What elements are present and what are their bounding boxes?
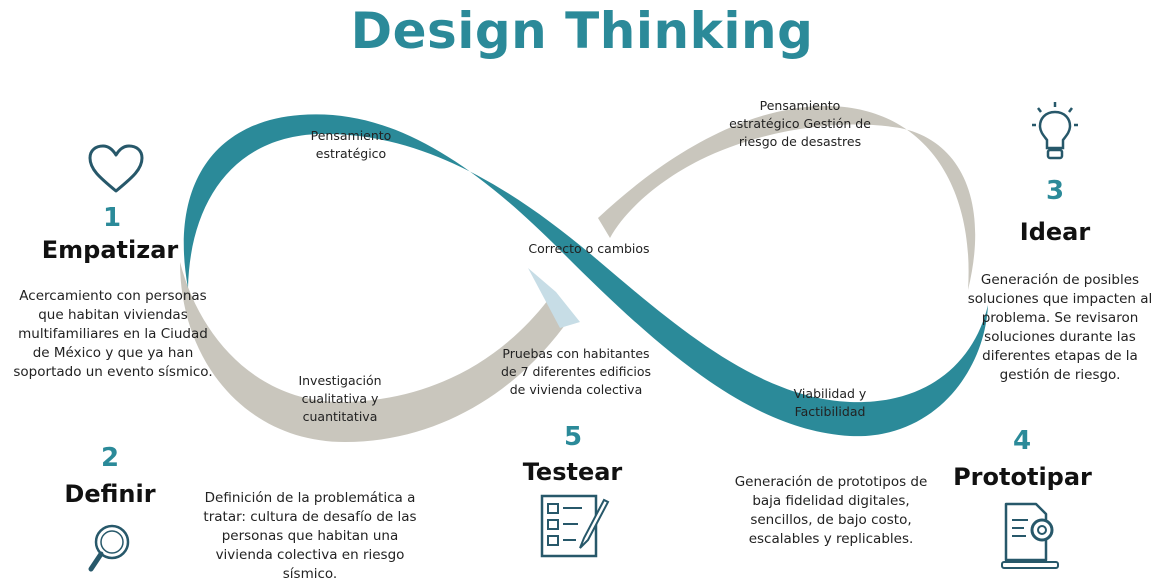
- step-number-1: 1: [102, 203, 122, 233]
- step-description-prototipar: Generación de prototipos de baja fidelid…: [734, 474, 928, 547]
- loop-label-center: Correcto o cambios: [528, 241, 650, 256]
- loop-gray-upper-right: [598, 105, 976, 290]
- loop-label-top-left: Pensamiento estratégico: [310, 128, 392, 161]
- step-heading-empatizar: Empatizar: [41, 236, 179, 264]
- step-description-definir: Definición de la problemática a tratar: …: [203, 490, 417, 582]
- step-heading-idear: Idear: [1019, 218, 1091, 246]
- heart-icon: [87, 143, 145, 195]
- step-number-5: 5: [563, 422, 583, 452]
- loop-label-bottom-right: Viabilidad y Factibilidad: [793, 386, 867, 419]
- step-number-4: 4: [1012, 426, 1032, 456]
- page-title: Design Thinking: [350, 2, 814, 60]
- step-description-idear: Generación de posibles soluciones que im…: [967, 272, 1153, 383]
- step-number-3: 3: [1045, 176, 1065, 206]
- lightbulb-icon: [1030, 100, 1080, 164]
- loop-label-top-right: Pensamiento estratégico Gestión de riesg…: [729, 98, 871, 149]
- step-description-empatizar: Acercamiento con personas que habitan vi…: [13, 288, 213, 380]
- magnifier-icon: [85, 521, 135, 579]
- loop-label-bottom-center: Pruebas con habitantes de 7 diferentes e…: [500, 346, 652, 397]
- loop-label-bottom-left: Investigación cualitativa y cuantitativa: [298, 373, 382, 424]
- step-heading-testear: Testear: [522, 458, 623, 486]
- loop-gray-lower-left: [180, 262, 570, 442]
- loop-light-wedge: [528, 268, 580, 328]
- loop-teal-band: [183, 114, 988, 437]
- step-heading-definir: Definir: [64, 480, 156, 508]
- document-gear-icon: [998, 500, 1062, 572]
- checklist-icon: [538, 492, 610, 560]
- step-heading-prototipar: Prototipar: [953, 463, 1092, 491]
- step-number-2: 2: [100, 443, 120, 473]
